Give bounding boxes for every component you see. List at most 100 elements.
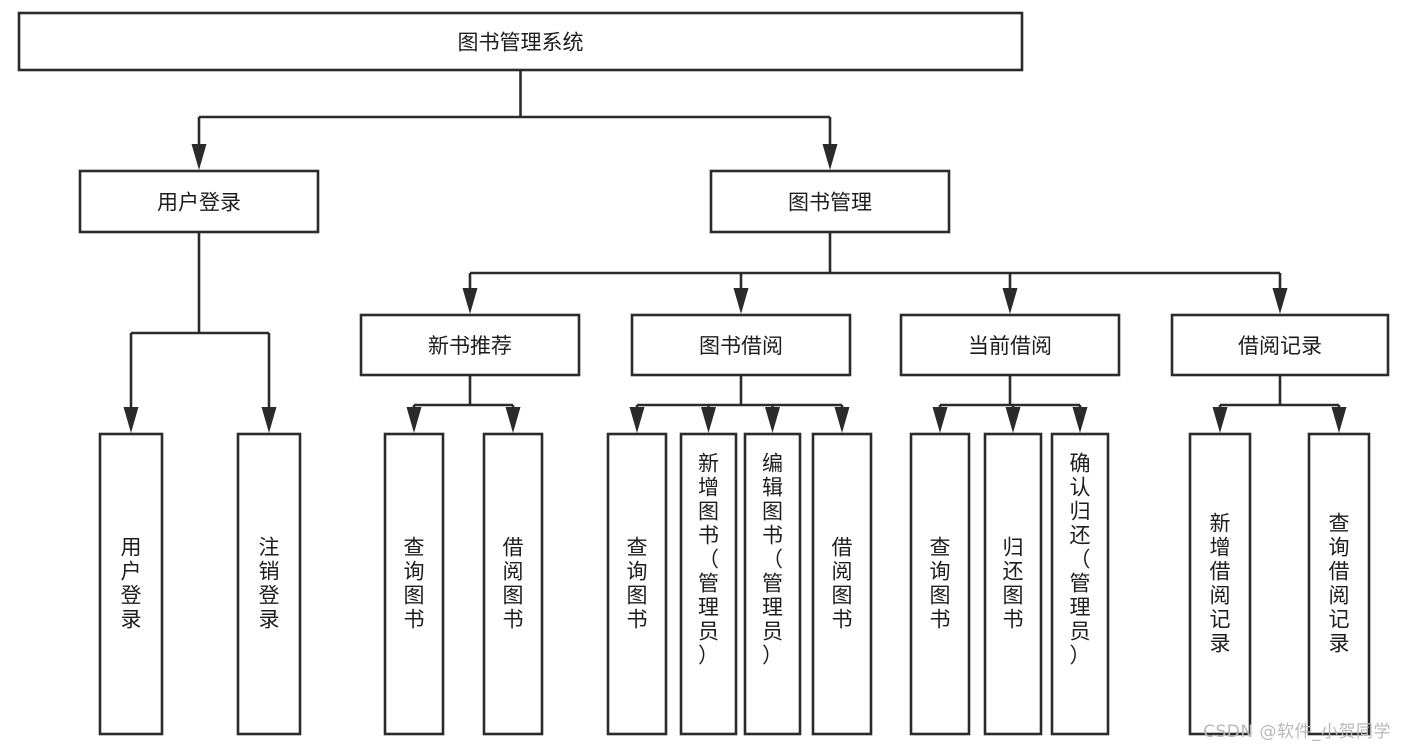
- node-label: 查询图书: [404, 536, 425, 632]
- node-box[interactable]: [709, 169, 951, 234]
- node-box[interactable]: [383, 432, 445, 736]
- node-box[interactable]: [359, 313, 581, 377]
- node-label-char: 阅: [1210, 584, 1231, 608]
- arrowhead-icon: [629, 407, 645, 433]
- node-box[interactable]: [1307, 432, 1371, 736]
- node-label-char: 登: [259, 584, 280, 608]
- node-label: 借阅记录: [1238, 334, 1322, 358]
- node-label-char: 新: [1210, 512, 1231, 536]
- node-leaf-borrow-book-recommend[interactable]: 借阅图书: [482, 432, 544, 736]
- arrowhead-icon: [1072, 407, 1088, 433]
- node-leaf-add-borrow-record[interactable]: 新增借阅记录: [1188, 432, 1252, 736]
- node-book-manage[interactable]: 图书管理: [709, 169, 951, 234]
- node-leaf-return-book[interactable]: 归还图书: [983, 432, 1043, 736]
- arrowhead-icon: [1212, 407, 1228, 433]
- node-box[interactable]: [630, 313, 852, 377]
- node-label: 借阅图书: [503, 536, 524, 632]
- node-label-char: 书: [627, 608, 648, 632]
- connector-group: [462, 232, 1288, 314]
- node-label-char: 员: [1070, 620, 1091, 644]
- node-label-char: 辑: [762, 476, 783, 500]
- connector-group: [629, 375, 850, 433]
- node-box[interactable]: [17, 11, 1024, 72]
- node-label: 图书管理: [788, 191, 872, 215]
- node-label-char: 新: [698, 452, 719, 476]
- node-leaf-borrow-book[interactable]: 借阅图书: [811, 432, 873, 736]
- node-label-char: 借: [1329, 560, 1350, 584]
- node-label-char: ）: [698, 644, 719, 668]
- node-box[interactable]: [606, 432, 668, 736]
- node-label: 编辑图书（管理员）: [762, 452, 783, 668]
- node-label: 查询图书: [627, 536, 648, 632]
- node-label: 借阅图书: [832, 536, 853, 632]
- node-label: 注销登录: [259, 536, 280, 632]
- node-box[interactable]: [236, 432, 302, 736]
- node-label-char: 询: [627, 560, 648, 584]
- node-label-char: 归: [1003, 536, 1024, 560]
- connectors-layer: [123, 70, 1347, 433]
- connector-group: [123, 232, 277, 433]
- node-borrow-record[interactable]: 借阅记录: [1170, 313, 1390, 377]
- connector-group: [932, 375, 1088, 433]
- node-box[interactable]: [679, 432, 738, 736]
- node-label-char: 书: [1003, 608, 1024, 632]
- node-leaf-query-book-borrow[interactable]: 查询图书: [606, 432, 668, 736]
- node-leaf-add-book[interactable]: 新增图书（管理员）: [679, 432, 738, 736]
- node-box[interactable]: [482, 432, 544, 736]
- node-box[interactable]: [78, 169, 320, 234]
- arrowhead-icon: [701, 407, 716, 433]
- node-leaf-user-login[interactable]: 用户登录: [98, 432, 164, 736]
- node-root[interactable]: 图书管理系统: [17, 11, 1024, 72]
- node-box[interactable]: [811, 432, 873, 736]
- node-label: 新增借阅记录: [1210, 512, 1231, 656]
- node-label-char: 还: [1070, 524, 1091, 548]
- node-user-login[interactable]: 用户登录: [78, 169, 320, 234]
- node-label-char: 增: [1210, 536, 1231, 560]
- node-label-char: 户: [121, 560, 142, 584]
- arrowhead-icon: [261, 407, 277, 433]
- node-label: 新书推荐: [428, 334, 512, 358]
- node-label-char: 借: [503, 536, 524, 560]
- node-box[interactable]: [1170, 313, 1390, 377]
- node-box[interactable]: [98, 432, 164, 736]
- node-label-char: 阅: [503, 560, 524, 584]
- node-label-char: 查: [930, 536, 951, 560]
- node-label-char: 书: [762, 524, 783, 548]
- node-label-char: 还: [1003, 560, 1024, 584]
- node-label-char: 阅: [1329, 584, 1350, 608]
- node-box[interactable]: [909, 432, 971, 736]
- node-label-char: 书: [503, 608, 524, 632]
- node-leaf-user-logout[interactable]: 注销登录: [236, 432, 302, 736]
- node-new-book-recommend[interactable]: 新书推荐: [359, 313, 581, 377]
- node-label-char: 查: [404, 536, 425, 560]
- node-box[interactable]: [743, 432, 802, 736]
- node-label-char: 图: [404, 584, 425, 608]
- node-label: 归还图书: [1003, 536, 1024, 632]
- node-label-char: （: [1070, 548, 1091, 572]
- node-box[interactable]: [1050, 432, 1110, 736]
- arrowhead-icon: [765, 407, 780, 433]
- node-box[interactable]: [983, 432, 1043, 736]
- node-leaf-query-book-current[interactable]: 查询图书: [909, 432, 971, 736]
- node-label-char: 借: [1210, 560, 1231, 584]
- node-box[interactable]: [899, 313, 1121, 377]
- node-label-char: 增: [698, 476, 719, 500]
- node-label-char: 书: [930, 608, 951, 632]
- node-label: 新增图书（管理员）: [698, 452, 719, 668]
- node-label-char: 登: [121, 584, 142, 608]
- node-box[interactable]: [1188, 432, 1252, 736]
- node-book-borrow[interactable]: 图书借阅: [630, 313, 852, 377]
- node-label-char: 书: [698, 524, 719, 548]
- node-leaf-confirm-return[interactable]: 确认归还（管理员）: [1050, 432, 1110, 736]
- node-label-char: 图: [930, 584, 951, 608]
- arrowhead-icon: [1331, 407, 1347, 433]
- node-label-char: 录: [1329, 632, 1350, 656]
- node-leaf-edit-book[interactable]: 编辑图书（管理员）: [743, 432, 802, 736]
- node-leaf-query-book-recommend[interactable]: 查询图书: [383, 432, 445, 736]
- node-leaf-query-borrow-record[interactable]: 查询借阅记录: [1307, 432, 1371, 736]
- node-label-char: 理: [1070, 596, 1091, 620]
- node-label-char: 销: [259, 560, 280, 584]
- node-label-char: 图: [1003, 584, 1024, 608]
- node-current-borrow[interactable]: 当前借阅: [899, 313, 1121, 377]
